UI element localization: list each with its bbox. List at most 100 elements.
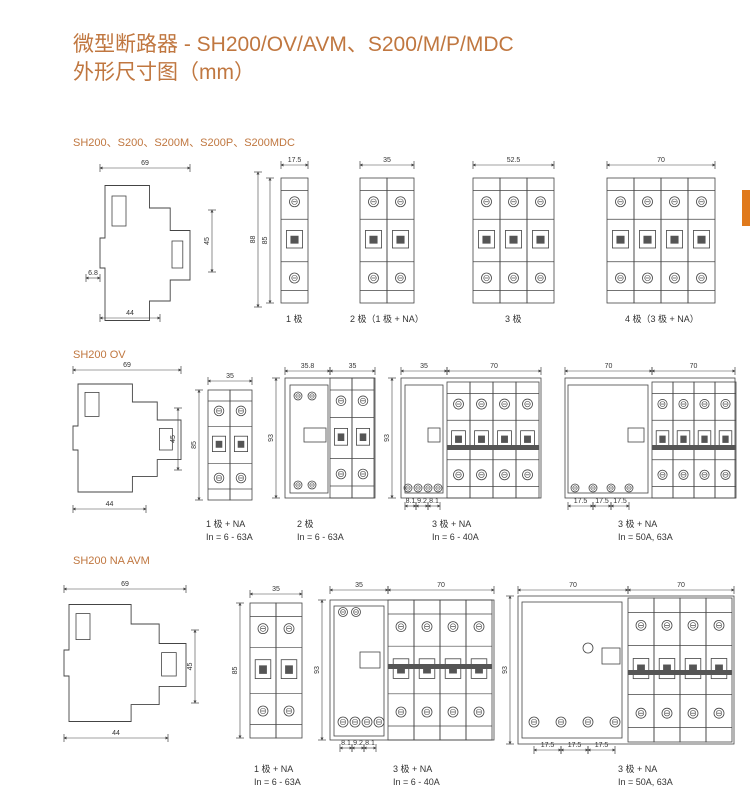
screw-terminal-inner: [722, 401, 729, 407]
caption-s1-4pole: 4 极（3 极 + NA）: [625, 314, 699, 324]
screw-terminal: [395, 272, 406, 284]
screw-terminal: [669, 196, 680, 208]
toggle-lever: [632, 658, 650, 680]
toggle-lever: [612, 230, 630, 249]
toggle-lever-handle: [337, 433, 345, 441]
toggle-lever-handle: [423, 664, 431, 674]
page-title: 微型断路器 - SH200/OV/AVM、S200/M/P/MDC: [73, 33, 514, 56]
screw-terminal: [499, 469, 510, 481]
s2-u1-height: 85: [191, 441, 198, 449]
s3-u3-width-b: 70: [677, 582, 685, 589]
screw-terminal: [582, 716, 594, 728]
screw-terminal-inner: [572, 485, 578, 491]
breaker-pole: [229, 389, 253, 501]
screw-terminal: [395, 621, 407, 632]
s3-u3-width-a: 70: [569, 582, 577, 589]
s2-u3-width-b: 70: [490, 363, 498, 370]
screw-terminal-inner: [370, 274, 377, 282]
screw-terminal-inner: [238, 407, 244, 414]
screw-terminal-inner: [291, 274, 298, 282]
screw-terminal-inner: [405, 485, 411, 491]
screw-terminal: [453, 398, 464, 410]
screw-terminal: [687, 707, 699, 719]
screw-terminal: [720, 469, 731, 480]
screw-terminal-inner: [483, 198, 490, 205]
rcd-module: [521, 601, 623, 739]
screw-terminal-inner: [689, 710, 697, 717]
caption-s2-unit1-poles: 1 极 + NA: [206, 519, 246, 529]
s2-u4-bottom-1: 17.5: [574, 498, 588, 505]
s2-u4-width-a: 70: [605, 363, 613, 370]
side-profile: [63, 604, 187, 722]
toggle-lever-handle: [285, 665, 293, 674]
breaker-pole: [275, 602, 303, 739]
s1-width-label-3: 52.5: [507, 157, 521, 164]
screw-terminal: [678, 469, 689, 480]
s2-u3-bottom-2: 9.2: [417, 498, 427, 505]
caption-s3-unit1-poles: 1 极 + NA: [254, 764, 294, 774]
s2-u3-width-a: 35: [420, 363, 428, 370]
screw-terminal-inner: [680, 471, 687, 478]
screw-terminal-inner: [351, 718, 359, 726]
rcd-test-lever: [627, 427, 645, 443]
s2-u1-width: 35: [226, 373, 234, 380]
screw-terminal: [678, 399, 689, 410]
screw-terminal: [522, 469, 533, 481]
screw-terminal-inner: [590, 485, 596, 491]
toggle-lever-handle: [397, 664, 405, 674]
screw-terminal-inner: [259, 707, 267, 715]
screw-terminal-inner: [455, 400, 462, 408]
screw-terminal: [606, 483, 616, 493]
screw-terminal: [235, 472, 247, 484]
screw-terminal-inner: [644, 274, 651, 282]
s2-u2-width-a: 35.8: [301, 363, 315, 370]
screw-terminal: [661, 619, 673, 631]
toggle-lever-handle: [455, 435, 462, 443]
toggle-lever-handle: [722, 435, 729, 443]
caption-s1-3pole: 3 极: [505, 314, 522, 324]
screw-terminal-inner: [611, 718, 619, 726]
screw-terminal-inner: [423, 623, 431, 630]
screw-terminal: [335, 395, 347, 407]
screw-terminal: [661, 707, 673, 719]
handle-tie-bar: [652, 445, 736, 450]
screw-terminal-inner: [698, 274, 705, 282]
screw-terminal-inner: [285, 707, 293, 715]
screw-terminal: [476, 398, 487, 410]
toggle-lever-handle: [701, 435, 708, 443]
screw-terminal: [433, 483, 443, 493]
screw-terminal: [657, 469, 668, 480]
screw-terminal-inner: [295, 482, 301, 488]
caption-s3-unit1-rating: In = 6 - 63A: [254, 777, 301, 787]
s2-u4-width-b: 70: [690, 363, 698, 370]
toggle-lever-handle: [449, 664, 457, 674]
screw-terminal-inner: [637, 710, 645, 717]
screw-terminal-inner: [501, 471, 508, 478]
screw-terminal: [338, 607, 348, 617]
s2-u4-bottom-2: 17.5: [595, 498, 609, 505]
screw-terminal-inner: [425, 485, 431, 491]
screw-terminal: [615, 272, 626, 284]
screw-terminal-inner: [510, 198, 517, 205]
section-label-s200: SH200、S200、S200M、S200P、S200MDC: [73, 137, 295, 149]
screw-terminal-inner: [478, 400, 485, 408]
screw-terminal: [421, 706, 433, 718]
s2-u3-height: 93: [384, 434, 391, 442]
toggle-lever-handle: [396, 235, 405, 244]
screw-terminal: [403, 483, 413, 493]
rcd-block: [517, 595, 735, 745]
toggle-lever-handle: [715, 664, 723, 674]
screw-terminal: [395, 196, 406, 208]
s3-u2-bottom-3: 8.1: [365, 740, 375, 747]
screw-terminal: [588, 483, 598, 493]
screw-terminal-inner: [397, 623, 405, 630]
rcd-module: [333, 605, 385, 737]
handle-tie-bar: [628, 670, 732, 675]
toggle-lever-handle: [616, 235, 625, 244]
screw-terminal: [669, 272, 680, 284]
screw-terminal-inner: [478, 471, 485, 478]
screw-terminal: [395, 706, 407, 718]
toggle-lever: [254, 659, 272, 680]
caption-s2-unit3-poles: 3 极 + NA: [432, 519, 472, 529]
